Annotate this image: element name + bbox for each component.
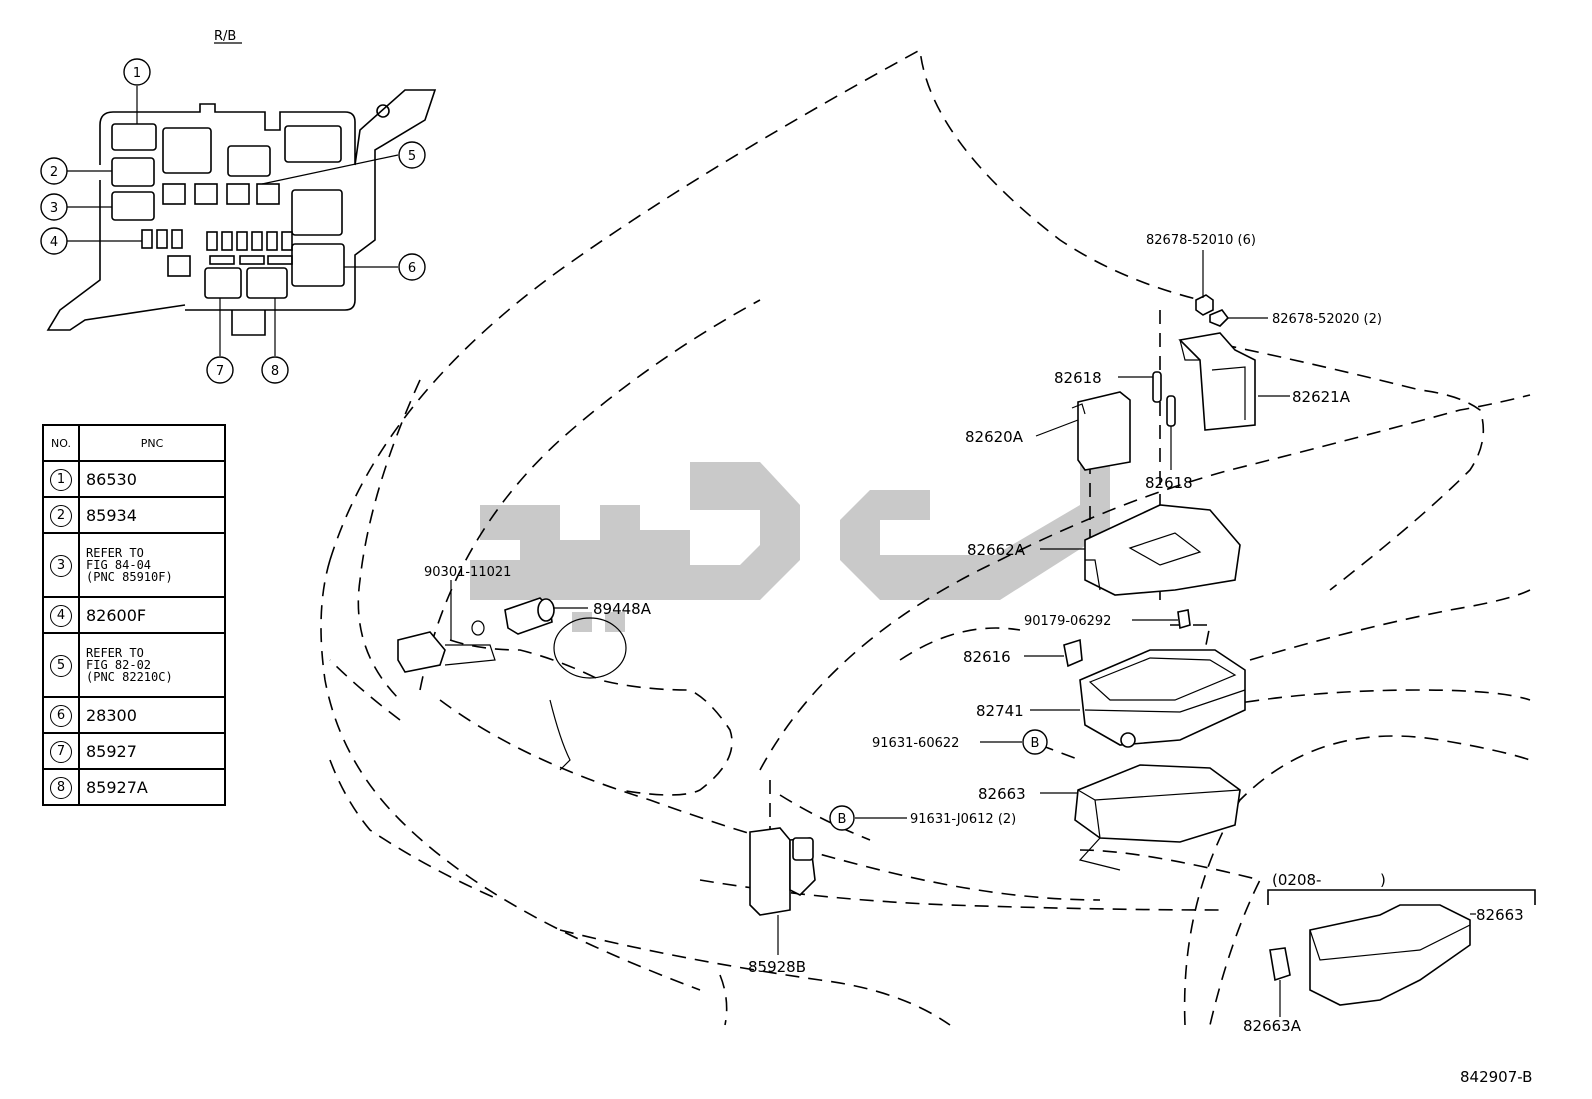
label-82678-52020: 82678-52020 (2) (1272, 312, 1382, 327)
legend-row: 3 REFER TO FIG 84-04 (PNC 85910F) (42, 532, 226, 598)
legend-row-number: 1 (50, 468, 72, 491)
label-82616: 82616 (963, 648, 1011, 666)
callout-3: 3 (40, 193, 68, 221)
legend-header-row: NO. PNC (42, 424, 226, 462)
legend-row-number: 6 (50, 704, 72, 727)
relay-box-82741-illustration (1079, 649, 1246, 748)
legend-row: 8 85927A (42, 768, 226, 806)
bolt-illustrations (1177, 294, 1230, 630)
callout-1: 1 (123, 58, 151, 86)
svg-text:2: 2 (50, 165, 58, 180)
legend-row-pnc: 28300 (78, 696, 226, 734)
label-85928B: 85928B (748, 958, 806, 976)
legend-row: 1 86530 (42, 460, 226, 498)
label-82663-inset: 82663 (1476, 906, 1524, 924)
label-91631-60622: 91631-60622 (872, 736, 959, 751)
legend-col-no: NO. (42, 424, 80, 462)
callout-4: 4 (40, 227, 68, 255)
bumper-connector-illustration (397, 631, 496, 673)
bolt-mark-b-2: B (829, 805, 855, 831)
legend-row-number: 4 (50, 604, 72, 627)
legend-row-number: 5 (50, 654, 72, 677)
label-82663: 82663 (978, 785, 1026, 803)
inset-tray-illustration (1267, 889, 1536, 1006)
label-82620A: 82620A (965, 428, 1024, 446)
lower-cover-82663-illustration (1074, 764, 1241, 871)
legend-row-pnc: 85927 (78, 732, 226, 770)
legend-row-pnc: REFER TO FIG 82-02 (PNC 82210C) (78, 632, 226, 698)
label-82618-bottom: 82618 (1145, 474, 1193, 492)
svg-text:4: 4 (50, 235, 58, 250)
pnc-legend-table: NO. PNC 1 86530 2 85934 3 REFER TO FIG 8… (42, 424, 226, 806)
legend-row: 2 85934 (42, 496, 226, 534)
label-90301-11021: 90301-11021 (424, 565, 511, 580)
svg-text:B: B (1031, 736, 1040, 751)
relay-block-illustration (46, 89, 437, 336)
legend-row: 5 REFER TO FIG 82-02 (PNC 82210C) (42, 632, 226, 698)
label-0208: (0208- (1272, 871, 1321, 889)
callout-7: 7 (206, 356, 234, 384)
label-82621A: 82621A (1292, 388, 1351, 406)
upper-cover-82662A-illustration (1084, 504, 1241, 596)
legend-row-pnc: REFER TO FIG 84-04 (PNC 85910F) (78, 532, 226, 598)
legend-col-pnc: PNC (78, 424, 226, 462)
label-82663A: 82663A (1243, 1017, 1302, 1035)
callout-8: 8 (261, 356, 289, 384)
label-82741: 82741 (976, 702, 1024, 720)
clip-82618-illustration (1152, 371, 1176, 427)
svg-text:7: 7 (216, 364, 224, 379)
bolt-mark-b-1: B (1022, 729, 1048, 755)
diagram-code: 842907-B (1460, 1068, 1532, 1086)
legend-row-pnc: 86530 (78, 460, 226, 498)
legend-row: 6 28300 (42, 696, 226, 734)
svg-text:8: 8 (271, 364, 279, 379)
relay-block-callouts (67, 86, 399, 356)
legend-row-number: 2 (50, 504, 72, 527)
bracket-82620A-illustration (1071, 391, 1131, 471)
legend-row-pnc: 85927A (78, 768, 226, 806)
legend-row-number: 8 (50, 776, 72, 799)
callout-5: 5 (398, 141, 426, 169)
label-89448A: 89448A (593, 600, 652, 618)
label-90179-06292: 90179-06292 (1024, 614, 1111, 629)
callout-6: 6 (398, 253, 426, 281)
switch-89448A-illustration (471, 597, 588, 636)
svg-text:5: 5 (408, 149, 416, 164)
svg-text:3: 3 (50, 201, 58, 216)
legend-row-number: 3 (50, 554, 72, 577)
label-82678-52010: 82678-52010 (6) (1146, 233, 1256, 248)
leader-lines (450, 250, 1476, 1017)
svg-text:6: 6 (408, 261, 416, 276)
legend-row-pnc: 82600F (78, 596, 226, 634)
svg-text:B: B (838, 812, 847, 827)
legend-row-number: 7 (50, 740, 72, 763)
cover-82621A-illustration (1178, 332, 1256, 431)
legend-row: 7 85927 (42, 732, 226, 770)
svg-text:1: 1 (133, 66, 141, 81)
label-82662A: 82662A (967, 541, 1026, 559)
header-tag: R/B (214, 29, 236, 44)
fuse-puller-82616-illustration (1063, 638, 1083, 668)
legend-row-pnc: 85934 (78, 496, 226, 534)
label-91631-J0612: 91631-J0612 (2) (910, 812, 1016, 827)
watermark-logo (470, 462, 1110, 632)
legend-row: 4 82600F (42, 596, 226, 634)
label-0208-close: ) (1380, 871, 1386, 889)
relay-85928B-illustration (749, 827, 816, 955)
label-82618-top: 82618 (1054, 369, 1102, 387)
callout-2: 2 (40, 157, 68, 185)
